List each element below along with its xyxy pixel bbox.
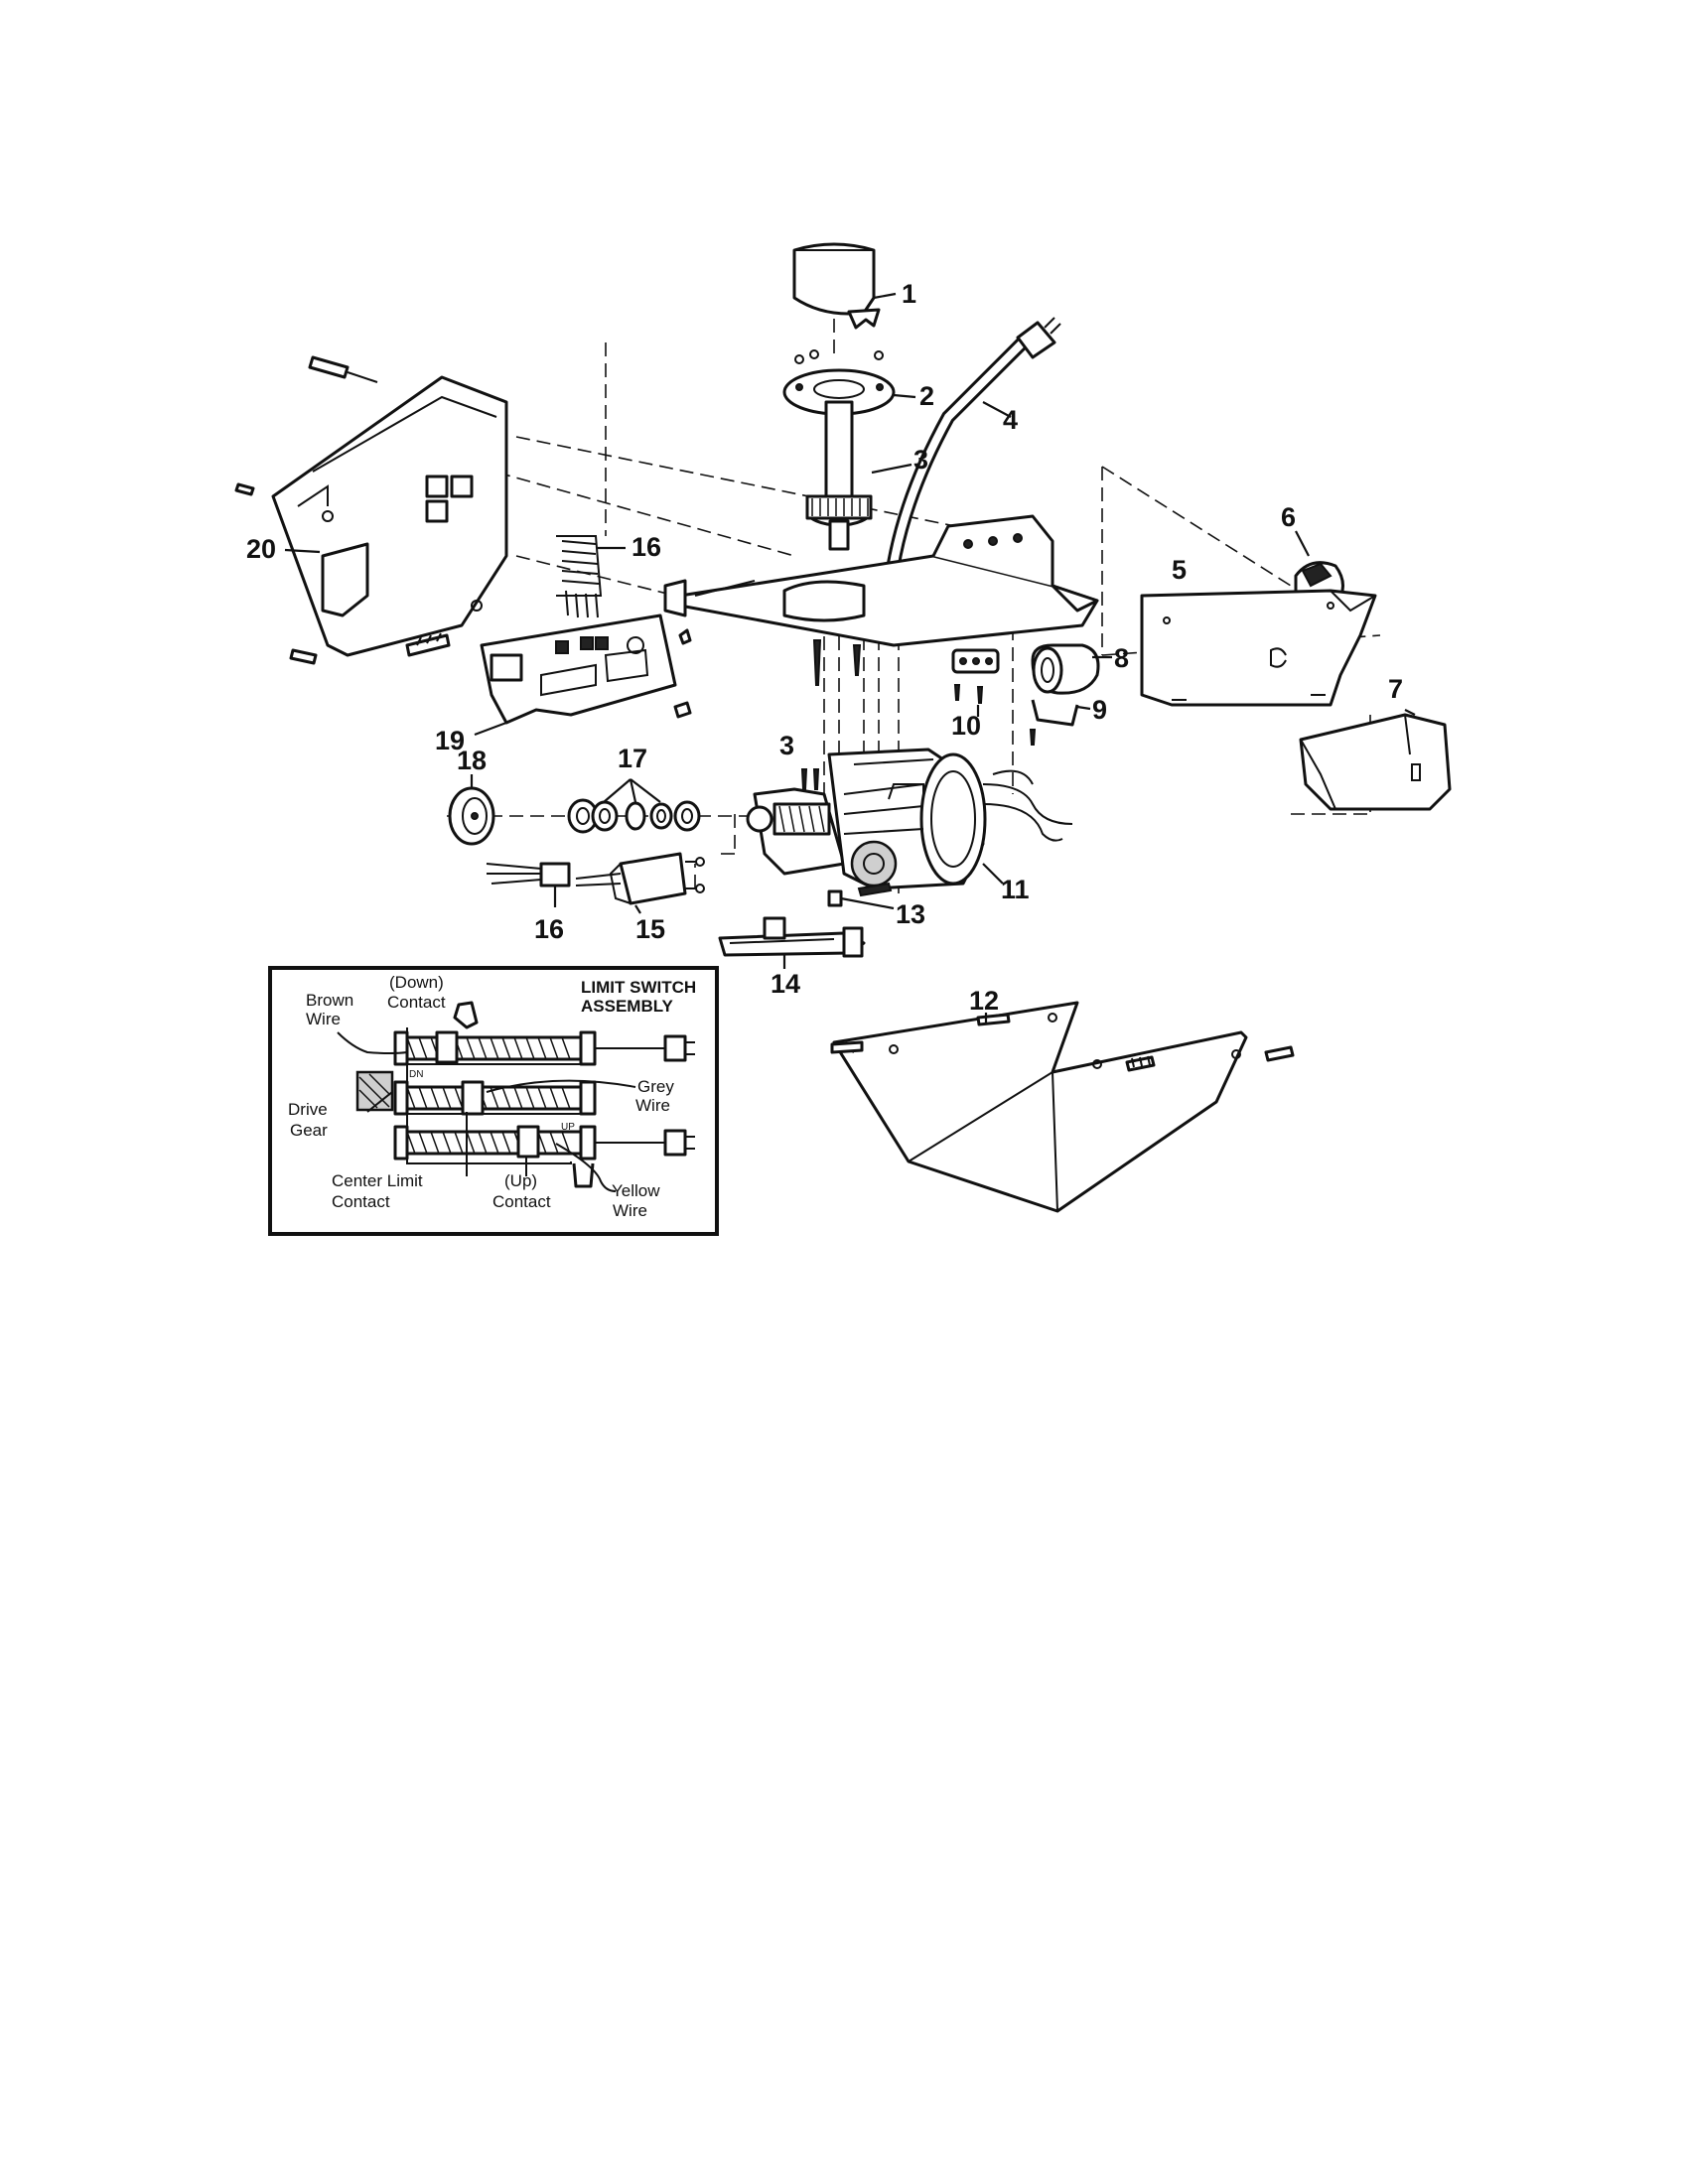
callout-12: 12 [969, 986, 999, 1016]
part-17-washers [567, 778, 701, 834]
part-3-drive-shaft-gear [805, 400, 912, 551]
callout-14: 14 [771, 969, 800, 999]
part-9-socket-clip [1029, 699, 1091, 746]
part-16-wire-harness [556, 535, 626, 618]
part-8-light-socket [1031, 643, 1112, 695]
part-1-cover-cap [792, 242, 897, 330]
part-5-side-panel [1140, 589, 1377, 707]
label-center-limit-1: Center Limit [332, 1171, 423, 1190]
callout-9: 9 [1092, 695, 1107, 725]
callout-16-top: 16 [632, 532, 661, 562]
inset-title-line2: ASSEMBLY [581, 997, 674, 1016]
label-brown-wire-1: Brown [306, 991, 353, 1010]
callout-3-top: 3 [913, 445, 928, 475]
callout-11: 11 [1001, 875, 1030, 904]
part-19-logic-board [474, 614, 692, 737]
yellow-wire [555, 1143, 617, 1192]
callout-6: 6 [1281, 502, 1296, 532]
label-drive-gear-2: Gear [290, 1121, 328, 1140]
label-up-contact-2: Contact [492, 1192, 551, 1211]
part-13-screws [827, 882, 895, 910]
part-7-end-cap [1299, 709, 1452, 811]
callout-7: 7 [1388, 674, 1403, 704]
callout-18: 18 [457, 746, 487, 775]
part-11-motor [827, 748, 1073, 890]
label-drive-gear-1: Drive [288, 1100, 328, 1119]
label-down-contact-2: Contact [387, 993, 446, 1012]
down-contact [435, 1030, 459, 1064]
part-18-drive-gear [448, 774, 495, 846]
callout-16-bottom: 16 [534, 914, 564, 944]
label-grey-wire-2: Wire [635, 1096, 670, 1115]
callout-labels: 1 2 3 4 6 20 16 5 8 9 10 7 19 18 17 3 11… [246, 279, 1403, 1016]
threaded-rods [393, 1030, 597, 1160]
up-contact [516, 1125, 540, 1159]
label-center-limit-2: Contact [332, 1192, 390, 1211]
callout-4: 4 [1003, 405, 1018, 435]
part-3-worm-gear-assembly [746, 768, 846, 876]
grey-wire [486, 1079, 636, 1093]
callout-2: 2 [919, 381, 934, 411]
part-10-terminal-block [951, 648, 1000, 717]
mark-dn: DN [409, 1069, 423, 1080]
label-brown-wire-2: Wire [306, 1010, 341, 1028]
label-up-contact-1: (Up) [504, 1171, 537, 1190]
callout-20: 20 [246, 534, 276, 564]
inset-title-line1: LIMIT SWITCH [581, 978, 696, 997]
mark-up: UP [561, 1122, 575, 1133]
part-14-limit-switch [718, 916, 866, 969]
callout-5: 5 [1172, 555, 1187, 585]
callout-3-mid: 3 [779, 731, 794, 760]
part-20-end-panel-cover [234, 355, 508, 665]
center-contact [461, 1080, 485, 1116]
callout-19: 19 [435, 726, 465, 755]
label-yellow-wire-2: Wire [613, 1201, 647, 1220]
limit-switch-inset: LIMIT SWITCH ASSEMBLY Brown Wire (Down) … [268, 966, 719, 1236]
label-yellow-wire-1: Yellow [612, 1181, 660, 1200]
callout-10: 10 [951, 711, 981, 741]
part-4-power-cord [882, 317, 1061, 607]
label-down-contact-1: (Down) [389, 973, 444, 992]
callout-1: 1 [902, 279, 916, 309]
label-grey-wire-1: Grey [637, 1077, 674, 1096]
brown-wire [337, 1031, 408, 1054]
callout-15: 15 [635, 914, 665, 944]
callout-8: 8 [1114, 643, 1129, 673]
callout-13: 13 [896, 899, 925, 929]
part-12-tray [830, 1001, 1295, 1213]
callout-17: 17 [618, 744, 647, 773]
chassis-frame [663, 514, 1099, 686]
part-15-limit-module [575, 852, 705, 914]
part-16-connector-plug [486, 862, 571, 907]
